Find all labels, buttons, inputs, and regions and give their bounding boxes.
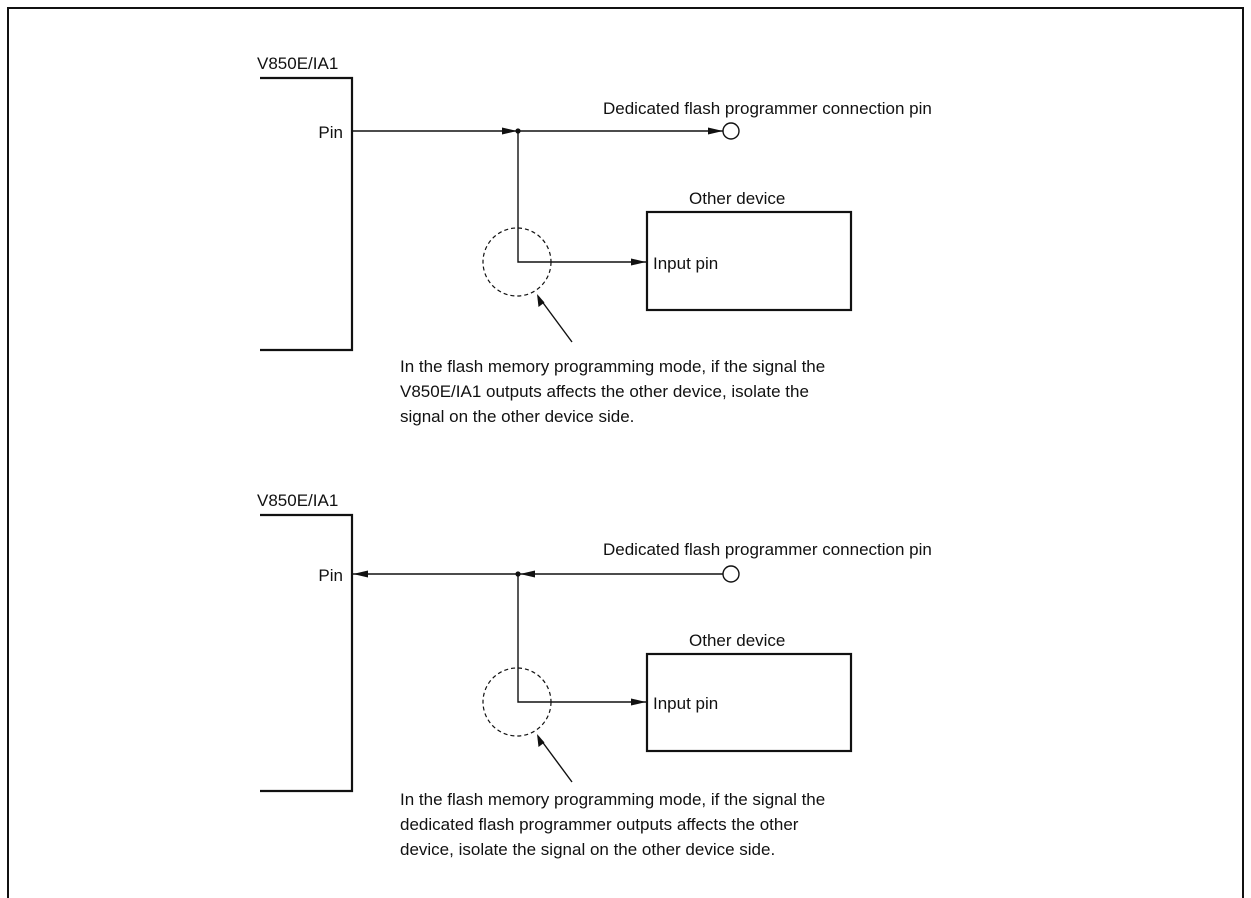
arrow-right-icon xyxy=(631,698,646,706)
note-line: V850E/IA1 outputs affects the other devi… xyxy=(400,382,809,401)
diagram-output-case: V850E/IA1 Pin Dedicated flash programmer… xyxy=(257,54,932,426)
diagram-input-case: V850E/IA1 Pin Dedicated flash programmer… xyxy=(257,491,932,859)
chip-outline xyxy=(260,76,354,352)
note-line: dedicated flash programmer outputs affec… xyxy=(400,815,799,834)
arrow-right-icon xyxy=(502,127,517,135)
connector-label: Dedicated flash programmer connection pi… xyxy=(603,99,932,118)
arrow-icon xyxy=(537,294,545,307)
callout-line xyxy=(537,735,573,783)
other-device-box xyxy=(645,652,853,753)
chip-label: V850E/IA1 xyxy=(257,491,338,510)
branch-line xyxy=(517,131,646,263)
branch-line xyxy=(517,574,646,703)
device-label: Other device xyxy=(689,631,785,650)
connector-label: Dedicated flash programmer connection pi… xyxy=(603,540,932,559)
pin-label: Pin xyxy=(318,566,343,585)
callout-line xyxy=(537,295,573,343)
input-pin-label: Input pin xyxy=(653,694,718,713)
note-line: In the flash memory programming mode, if… xyxy=(400,790,825,809)
connection-pin-icon xyxy=(722,122,740,140)
chip-outline xyxy=(260,513,354,793)
input-pin-label: Input pin xyxy=(653,254,718,273)
note-line: signal on the other device side. xyxy=(400,407,634,426)
isolation-circle xyxy=(482,667,552,737)
chip-label: V850E/IA1 xyxy=(257,54,338,73)
note-line: In the flash memory programming mode, if… xyxy=(400,357,825,376)
arrow-right-icon xyxy=(631,258,646,266)
note-line: device, isolate the signal on the other … xyxy=(400,840,775,859)
connection-pin-icon xyxy=(722,565,740,583)
isolation-circle xyxy=(482,227,552,297)
device-label: Other device xyxy=(689,189,785,208)
arrow-right-icon xyxy=(708,127,723,135)
figure-frame xyxy=(7,7,1244,898)
arrow-left-icon xyxy=(353,570,368,578)
other-device-box xyxy=(645,210,853,312)
arrow-left-icon xyxy=(520,570,535,578)
pin-label: Pin xyxy=(318,123,343,142)
arrow-icon xyxy=(537,734,545,747)
